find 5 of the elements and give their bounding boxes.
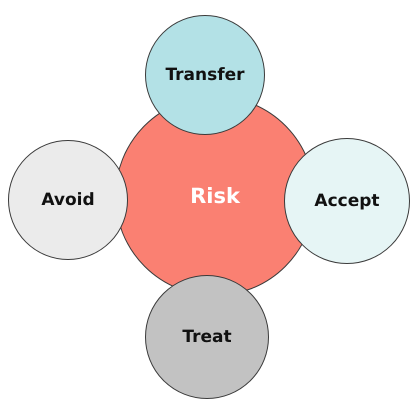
node-label: Risk xyxy=(190,184,240,208)
node-label: Accept xyxy=(314,191,380,211)
node-label: Treat xyxy=(182,327,232,347)
node-label: Transfer xyxy=(165,65,245,85)
node-label: Avoid xyxy=(41,190,95,210)
